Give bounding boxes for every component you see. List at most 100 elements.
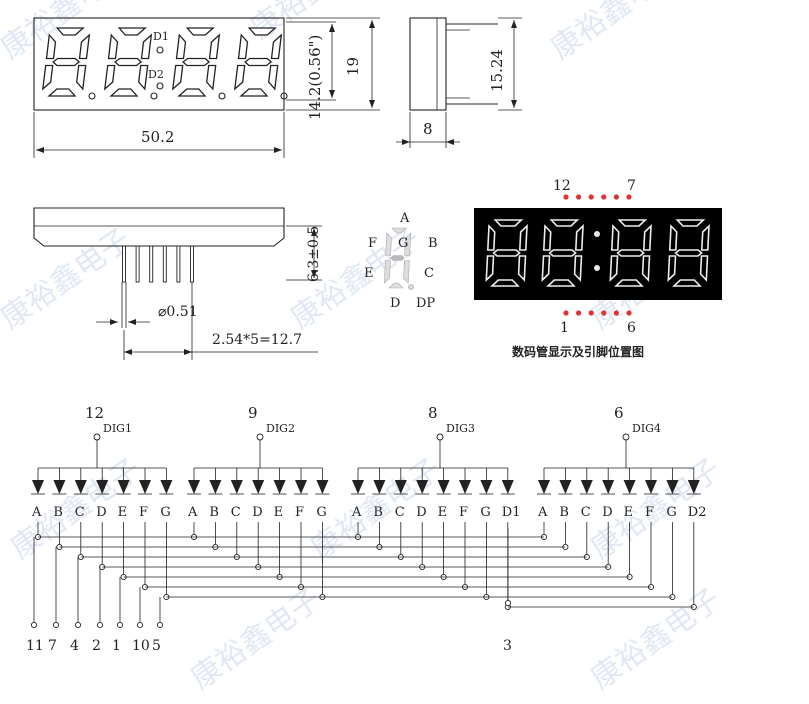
front-seg-c bbox=[206, 64, 217, 91]
segment-label: D bbox=[416, 505, 426, 520]
front-seg-a bbox=[247, 27, 277, 36]
pin-label-6: 6 bbox=[627, 320, 636, 336]
display-colon-upper bbox=[594, 231, 600, 237]
front-view: D1 D2 50.2 14.2(0.56") 19 bbox=[33, 17, 380, 158]
pin-label-12: 12 bbox=[553, 178, 571, 194]
display-seg-b bbox=[574, 224, 584, 251]
schematic-pin-8: 8 bbox=[428, 404, 438, 422]
diode bbox=[373, 480, 386, 494]
diode bbox=[559, 480, 572, 494]
segment-label: A bbox=[351, 505, 362, 520]
segment-label: C bbox=[395, 505, 405, 520]
label-d1: D1 bbox=[153, 30, 169, 43]
top-pin-dot bbox=[613, 194, 620, 200]
display-digit-1 bbox=[485, 219, 528, 287]
segment-label: G bbox=[666, 505, 676, 520]
legend-seg-c bbox=[403, 260, 410, 284]
legend-seg-b bbox=[404, 232, 412, 256]
side-outline bbox=[409, 17, 447, 111]
front-seg-a bbox=[55, 27, 85, 36]
segment-label: F bbox=[295, 505, 304, 520]
legend-label-c: C bbox=[424, 266, 434, 281]
diode bbox=[117, 480, 130, 494]
dim-pin-diameter: ⌀0.51 bbox=[158, 304, 198, 320]
display-seg-g bbox=[616, 249, 645, 257]
legend-label-a: A bbox=[399, 211, 410, 226]
segment-label: C bbox=[581, 505, 591, 520]
segment-label: B bbox=[53, 505, 63, 520]
segment-label: B bbox=[209, 505, 219, 520]
display-caption: 数码管显示及引脚位置图 bbox=[512, 344, 644, 359]
pin-label-1: 1 bbox=[560, 320, 569, 336]
diode bbox=[74, 480, 87, 494]
diode bbox=[416, 480, 429, 494]
display-seg-c bbox=[573, 255, 583, 282]
front-seg-g bbox=[182, 57, 211, 67]
legend-seg-a bbox=[391, 227, 407, 234]
front-seg-b bbox=[208, 33, 221, 60]
diode bbox=[188, 480, 200, 494]
legend-digit bbox=[383, 227, 412, 289]
diode bbox=[666, 480, 679, 494]
output-pin-node bbox=[116, 621, 124, 629]
diode bbox=[623, 480, 636, 494]
output-pin-node bbox=[156, 621, 164, 629]
watermark-text: 康裕鑫电子 bbox=[545, 0, 688, 67]
display-seg-b bbox=[700, 224, 710, 251]
front-seg-f bbox=[107, 33, 119, 60]
top-pin-dot bbox=[626, 194, 632, 200]
display-seg-c bbox=[641, 255, 651, 282]
schematic-digit-name: DIG2 bbox=[266, 422, 295, 435]
bottom-pin bbox=[162, 245, 167, 283]
colon-dot-lower bbox=[156, 82, 164, 90]
display-seg-a bbox=[493, 219, 524, 227]
segment-label: A bbox=[31, 505, 42, 520]
dim-digit-height: 14.2(0.56") bbox=[306, 35, 324, 120]
schematic-digit-name: DIG4 bbox=[632, 422, 661, 435]
legend-seg-g bbox=[390, 255, 405, 261]
segment-label: F bbox=[645, 505, 654, 520]
schematic-pin-12: 12 bbox=[85, 404, 104, 422]
diode bbox=[295, 480, 307, 494]
label-d2: D2 bbox=[148, 68, 164, 81]
display-seg-e bbox=[541, 255, 551, 282]
display-seg-b bbox=[518, 224, 528, 251]
display-seg-d bbox=[490, 279, 520, 287]
legend-seg-d bbox=[388, 282, 404, 289]
bottom-pin bbox=[176, 245, 181, 283]
diode bbox=[32, 480, 44, 494]
segment-label: A bbox=[187, 505, 198, 520]
side-view: 15.24 8 bbox=[396, 17, 522, 148]
output-pin-node bbox=[30, 621, 38, 629]
output-pin-node bbox=[504, 599, 512, 607]
watermark-text: 康裕鑫电子 bbox=[585, 582, 728, 697]
bottom-pin-dot bbox=[626, 310, 632, 316]
diode bbox=[96, 480, 109, 494]
output-pin-node bbox=[52, 621, 60, 629]
front-dp-dot bbox=[150, 92, 158, 100]
dim-pin-pitch: 2.54*5=12.7 bbox=[212, 332, 302, 348]
legend-label-b: B bbox=[428, 236, 438, 251]
display-seg-d bbox=[614, 279, 644, 287]
com-node bbox=[256, 433, 264, 441]
display-seg-d bbox=[672, 279, 702, 287]
bottom-pin-dot bbox=[601, 310, 607, 316]
diode bbox=[645, 480, 657, 494]
com-node bbox=[622, 433, 630, 441]
bottom-pin-dot bbox=[576, 310, 582, 316]
front-digits bbox=[41, 27, 288, 100]
segment-bus-wires bbox=[38, 536, 694, 608]
output-pin-1: 1 bbox=[112, 638, 121, 654]
diode bbox=[687, 480, 700, 494]
segment-label: D2 bbox=[688, 505, 707, 520]
top-pin-dot bbox=[601, 194, 607, 200]
dim-width: 50.2 bbox=[141, 128, 174, 146]
display-photo: 12 7 1 6 数码管显示及引脚位置图 bbox=[474, 178, 722, 359]
display-seg-e bbox=[667, 255, 677, 282]
front-seg-e bbox=[41, 64, 54, 91]
diode bbox=[273, 480, 286, 494]
display-seg-g bbox=[548, 249, 577, 257]
